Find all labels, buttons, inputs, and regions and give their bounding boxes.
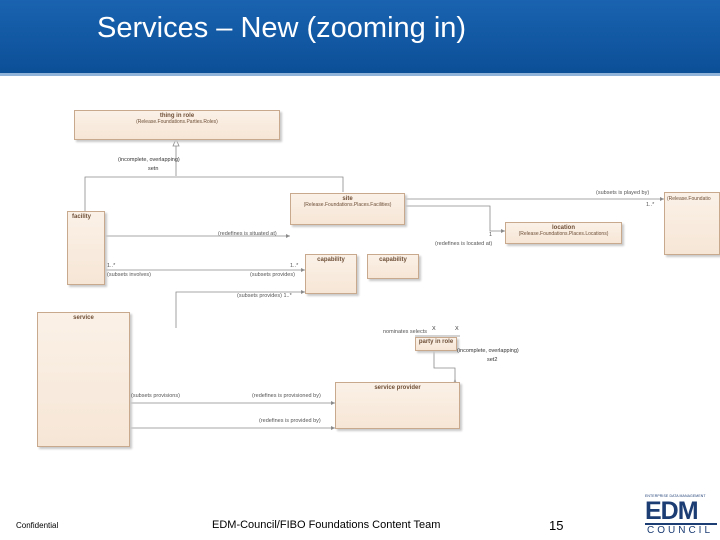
label-subsets-provisions: (subsets provisions) xyxy=(131,393,180,399)
class-name: site xyxy=(342,196,353,202)
label-generalization-constraint: (incomplete, overlapping) xyxy=(118,157,180,163)
slide-title: Services – New (zooming in) xyxy=(97,12,467,44)
class-site[interactable]: site (Release.Foundations.Places.Facilit… xyxy=(290,193,405,225)
edm-council-logo: ENTERPRISE DATA MANAGEMENT EDM COUNCIL xyxy=(645,494,717,540)
label-redefines-situated: (redefines is situated at) xyxy=(218,231,277,237)
class-right-edge[interactable]: (Release.Foundatio xyxy=(664,192,720,255)
label-multiplicity: 1 xyxy=(489,232,493,238)
arrowhead-location xyxy=(501,229,505,233)
label-subsets-involves: (subsets involves) xyxy=(107,272,152,278)
arrowhead-site xyxy=(286,234,290,238)
label-redefines-provisioned: (redefines is provisioned by) xyxy=(252,393,321,399)
arrowhead-capability xyxy=(301,268,305,272)
logo-tagline: ENTERPRISE DATA MANAGEMENT xyxy=(645,494,706,498)
class-name: capability xyxy=(379,257,407,263)
arrowhead-provider xyxy=(331,401,335,405)
arrowhead-right xyxy=(660,197,664,201)
class-namespace: (Release.Foundations.Places.Locations) xyxy=(518,231,609,237)
class-name: service provider xyxy=(374,385,421,391)
association-service-capability xyxy=(175,291,305,328)
label-subsets-provides-2: (subsets provides) 1..* xyxy=(237,293,292,299)
label-x-marker: X xyxy=(455,326,459,332)
logo-council: COUNCIL xyxy=(647,525,714,536)
class-location[interactable]: location (Release.Foundations.Places.Loc… xyxy=(505,222,622,244)
label-redefines-located: (redefines is located at) xyxy=(435,241,493,247)
class-namespace: (Release.Foundations.Places.Facilities) xyxy=(303,202,392,208)
class-name: service xyxy=(73,315,94,321)
class-party-in-role[interactable]: party in role xyxy=(415,337,457,351)
label-subsets-played-by: (subsets is played by) xyxy=(596,190,650,196)
arrowhead-provider-2 xyxy=(331,426,335,430)
page-number: 15 xyxy=(549,518,564,533)
class-name: party in role xyxy=(418,339,454,345)
generalization-line-set2 xyxy=(433,351,456,382)
class-namespace: (Release.Foundatio xyxy=(667,196,711,202)
label-x-marker: X xyxy=(432,326,436,332)
footer-confidential: Confidential xyxy=(16,521,59,530)
arrowhead-capability-2 xyxy=(301,290,305,294)
class-service[interactable]: service xyxy=(37,312,130,447)
class-capability-2[interactable]: capability xyxy=(367,254,419,279)
label-nominates-selects: nominates selects xyxy=(383,329,428,335)
generalization-branch-line xyxy=(84,176,344,211)
label-redefines-provided: (redefines is provided by) xyxy=(259,418,321,424)
association-site-location xyxy=(405,205,505,232)
label-multiplicity: 1..* xyxy=(290,263,299,269)
logo-edm: EDM xyxy=(645,497,699,525)
label-subsets-provides: (subsets provides) xyxy=(250,272,295,278)
logo-divider xyxy=(645,523,717,525)
class-capability-1[interactable]: capability xyxy=(305,254,357,294)
label-generalization-set: setn xyxy=(148,166,159,172)
label-generalization-set-2: set2 xyxy=(487,357,498,363)
label-multiplicity: 1..* xyxy=(646,202,655,208)
class-service-provider[interactable]: service provider xyxy=(335,382,460,429)
class-namespace: (Release.Foundations.Parties.Roles) xyxy=(136,119,218,125)
label-generalization-constraint-2: (incomplete, overlapping) xyxy=(457,348,519,354)
class-thing-in-role[interactable]: thing in role (Release.Foundations.Parti… xyxy=(74,110,280,140)
class-facility[interactable]: facility xyxy=(67,211,105,285)
class-name: facility xyxy=(72,214,92,220)
class-name: thing in role xyxy=(159,113,195,119)
label-multiplicity: 1..* xyxy=(107,263,116,269)
class-name: capability xyxy=(317,257,345,263)
generalization-arrowhead xyxy=(172,137,180,147)
class-name: location xyxy=(551,225,575,231)
footer-team: EDM-Council/FIBO Foundations Content Tea… xyxy=(212,519,441,531)
slide-header: Services – New (zooming in) xyxy=(0,0,720,76)
